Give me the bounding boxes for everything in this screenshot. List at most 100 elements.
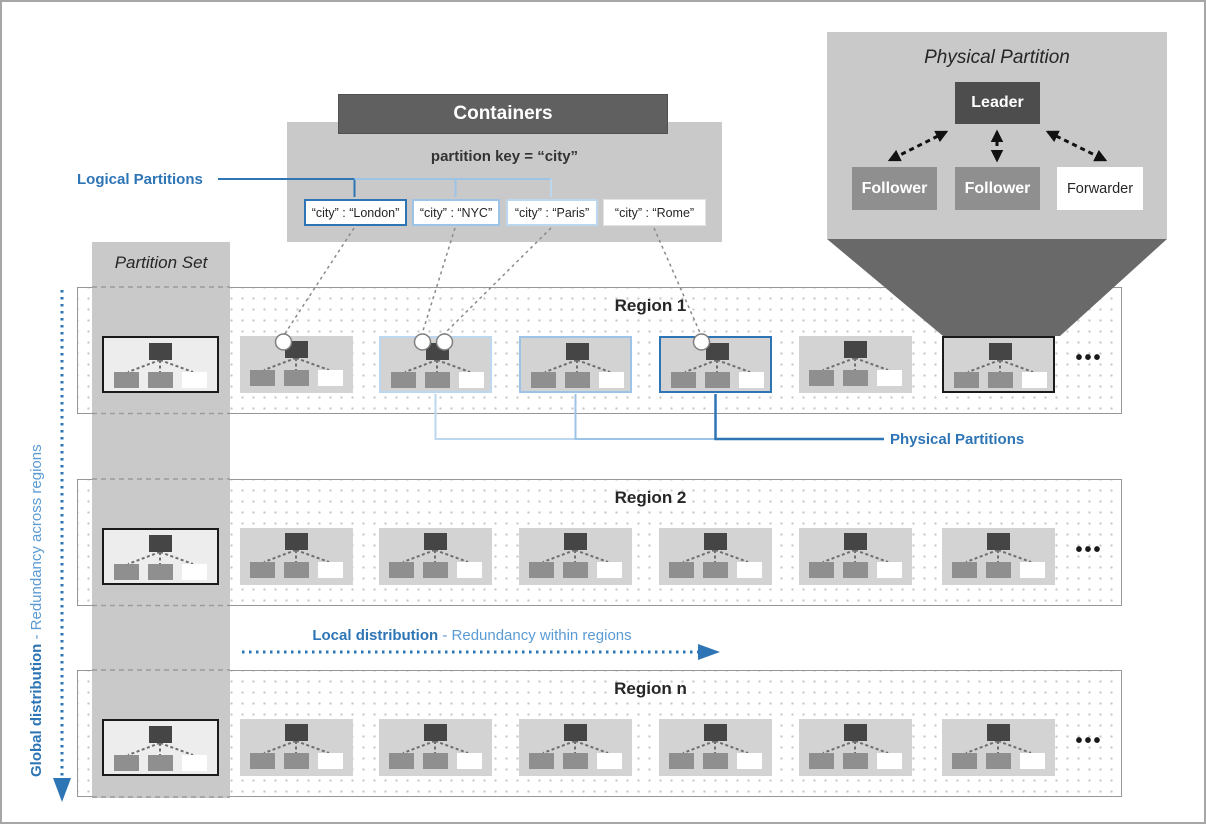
forwarder-square [182,564,207,580]
follower-square [284,370,309,386]
follower-square [986,562,1011,578]
forwarder-square [182,372,207,388]
follower-square [389,753,414,769]
partition-set-title: Partition Set [114,253,208,272]
leader-square [564,533,587,550]
partition-set-icon [102,719,219,776]
follower-square [148,564,173,580]
physical-partition-icon [379,336,492,393]
leader-square [987,533,1010,550]
replica-links [263,740,330,754]
global-distribution-arrowhead [53,778,71,802]
replica-links [822,740,889,754]
leader-square [566,343,589,360]
follower-square [114,564,139,580]
follower-square [952,562,977,578]
forwarder-square [1020,562,1045,578]
replica-links [127,551,194,565]
more-partitions-ellipsis: ••• [1075,730,1103,752]
follower-square [843,370,868,386]
forwarder-square [597,562,622,578]
follower-square [809,562,834,578]
partition-set-icon [102,336,219,393]
forwarder-square [457,562,482,578]
replica-links [965,740,1032,754]
replica-links [542,549,609,563]
replica-links [967,359,1034,373]
follower-square [809,370,834,386]
follower-node: Follower [955,167,1040,210]
forwarder-square [877,562,902,578]
leader-square [704,724,727,741]
replica-links [682,740,749,754]
local-distribution-title: Local distribution [312,627,439,644]
local-distribution-arrowhead [698,644,720,660]
leader-square [844,724,867,741]
forwarder-square [459,372,484,388]
region-label: Region n [614,679,687,698]
leader-node: Leader [955,82,1040,124]
physical-partitions-label: Physical Partitions [890,431,1025,448]
follower-square [988,372,1013,388]
replica-links [263,549,330,563]
follower-square [250,562,275,578]
local-distribution-subtitle: - Redundancy within regions [438,627,632,644]
physical-partition-icon [659,336,772,393]
follower-square [284,753,309,769]
physical-partition-title: Physical Partition [924,47,1070,68]
physical-partition-icon [240,528,353,585]
follower-square [114,755,139,771]
physical-partition-icon [659,528,772,585]
follower-square [148,755,173,771]
leader-square [844,341,867,358]
replica-links [682,549,749,563]
logical-partition-london: “city” : “London” [304,199,407,226]
forwarder-square [1022,372,1047,388]
logical-partitions-label: Logical Partitions [77,171,203,188]
physical-partition-icon [659,719,772,776]
leader-square [149,726,172,743]
forwarder-square [457,753,482,769]
forwarder-square [737,753,762,769]
leader-square [285,533,308,550]
follower-square [250,753,275,769]
leader-square [989,343,1012,360]
physical-partition-icon [519,719,632,776]
forwarder-node: Forwarder [1057,167,1143,210]
physical-partition-icon [240,336,353,393]
replica-links [542,740,609,754]
leader-square [426,343,449,360]
leader-square [704,533,727,550]
follower-square [843,562,868,578]
replica-links [822,549,889,563]
physical-partition-icon [942,719,1055,776]
follower-square [952,753,977,769]
forwarder-square [737,562,762,578]
follower-square [531,372,556,388]
global-distribution-label: Global distribution - Redundancy across … [28,297,52,777]
physical-partition-icon [942,336,1055,393]
replica-links [965,549,1032,563]
leader-square [844,533,867,550]
physical-partition-icon [379,719,492,776]
forwarder-square [1020,753,1045,769]
follower-square [986,753,1011,769]
logical-partition-nyc: “city” : “NYC” [412,199,500,226]
replica-links [127,359,194,373]
follower-square [809,753,834,769]
partition-set-column: Partition Set [92,242,230,798]
partition-key-label: partition key = “city” [430,148,579,165]
leader-square [149,343,172,360]
follower-square [954,372,979,388]
leader-square [564,724,587,741]
leader-square [149,535,172,552]
replica-links [402,549,469,563]
forwarder-square [318,753,343,769]
replica-links [684,359,751,373]
follower-square [148,372,173,388]
logical-partition-paris: “city” : “Paris” [506,199,598,226]
replica-links [402,740,469,754]
leader-square [424,724,447,741]
physical-partition-icon [942,528,1055,585]
